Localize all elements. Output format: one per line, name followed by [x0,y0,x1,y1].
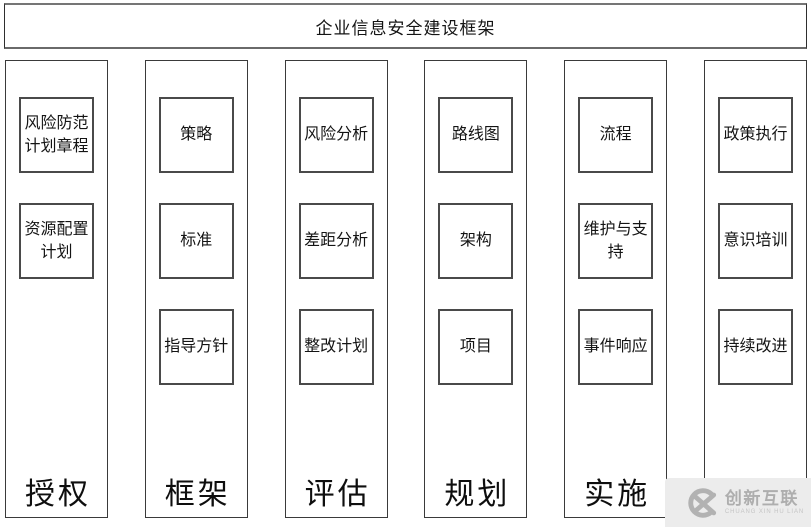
diagram-node: 维护与支持 [578,203,654,279]
column-label: 规划 [444,478,511,511]
watermark-subtitle: CHUANG XIN HU LIAN [724,509,805,516]
diagram-title: 企业信息安全建设框架 [315,18,496,38]
column-framework: 策略 标准 指导方针 框架 [144,60,248,518]
column-6: 政策执行 意识培训 持续改进 [703,60,807,518]
diagram-node: 持续改进 [717,309,793,385]
column-label: 框架 [164,478,231,511]
diagram-node: 资源配置计划 [19,203,94,279]
diagram-node: 项目 [438,309,514,385]
column-assessment: 风险分析 差距分析 整改计划 评估 [284,60,388,518]
watermark-text: 创新互联 CHUANG XIN HU LIAN [725,490,804,516]
diagram-node: 架构 [438,203,514,279]
diagram-node: 风险分析 [298,97,374,173]
diagram-node: 政策执行 [717,97,793,173]
diagram-node: 指导方针 [158,309,234,385]
column-label: 授权 [25,478,91,511]
diagram-node: 整改计划 [298,309,374,385]
diagram-title-box: 企业信息安全建设框架 [4,3,807,49]
diagram-node: 策略 [158,97,234,173]
diagram-node: 意识培训 [717,203,793,279]
diagram-node: 标准 [158,203,234,279]
column-planning: 路线图 架构 项目 规划 [424,60,528,518]
watermark-badge: 创新互联 CHUANG XIN HU LIAN [665,478,811,527]
diagram-node: 流程 [578,97,654,173]
diagram-node: 事件响应 [578,309,654,385]
column-implementation: 流程 维护与支持 事件响应 实施 [564,60,668,518]
column-label: 评估 [304,478,371,511]
columns-container: 风险防范计划章程 资源配置计划 授权 策略 标准 指导方针 框架 风险分析 差距… [5,60,807,518]
diagram-node: 路线图 [438,97,514,173]
column-authorization: 风险防范计划章程 资源配置计划 授权 [5,60,108,518]
diagram-node: 差距分析 [298,203,374,279]
cx-circle-x-icon [684,486,718,520]
column-label: 实施 [584,478,651,511]
diagram-node: 风险防范计划章程 [19,97,94,173]
watermark-brand: 创新互联 [724,488,799,508]
